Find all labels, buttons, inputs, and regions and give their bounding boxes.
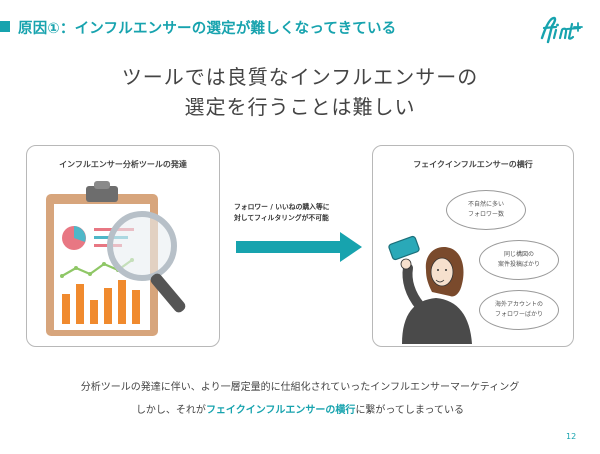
headline-line-2: 選定を行うことは難しい (184, 95, 416, 119)
body-text-highlight: フェイクインフルエンサーの横行 (205, 405, 356, 416)
body-text-line-1: 分析ツールの発達に伴い、より一層定量的に仕組化されていったインフルエンサーマーケ… (80, 382, 520, 393)
headline-line-1: ツールでは良質なインフルエンサーの (121, 65, 479, 89)
headline: ツールでは良質なインフルエンサーの 選定を行うことは難しい (0, 62, 600, 122)
arrow-label-line-2: 対してフィルタリングが不可能 (234, 214, 329, 222)
right-arrow-icon (236, 232, 362, 262)
clipboard-chart-magnifier-icon (46, 181, 186, 336)
slide-title: 原因①：インフルエンサーの選定が難しくなってきている (18, 21, 397, 37)
speech-bubble-follower-count: 不自然に多い フォロワー数 (446, 190, 526, 230)
arrow-label-line-1: フォロワー / いいねの購入等に (234, 203, 330, 211)
selfie-woman-icon (388, 235, 472, 344)
fake-influencer-panel-title: フェイクインフルエンサーの横行 (413, 160, 533, 169)
body-text-line-2: しかし、それがフェイクインフルエンサーの横行に繋がってしまっている (0, 401, 600, 416)
speech-bubble-overseas-followers: 海外アカウントの フォロワーばかり (479, 290, 559, 330)
arrow-label: フォロワー / いいねの購入等に 対してフィルタリングが不可能 (234, 202, 368, 224)
speech-bubble-same-composition: 同じ構図の 案件投稿ばかり (479, 240, 559, 280)
fint-logo (540, 16, 583, 44)
analysis-tool-panel-title: インフルエンサー分析ツールの発達 (59, 160, 187, 169)
page-number: 12 (566, 432, 577, 441)
header-accent-bar (0, 21, 10, 32)
body-text-suffix: に繋がってしまっている (355, 405, 465, 416)
body-text-prefix: しかし、それが (135, 405, 206, 416)
